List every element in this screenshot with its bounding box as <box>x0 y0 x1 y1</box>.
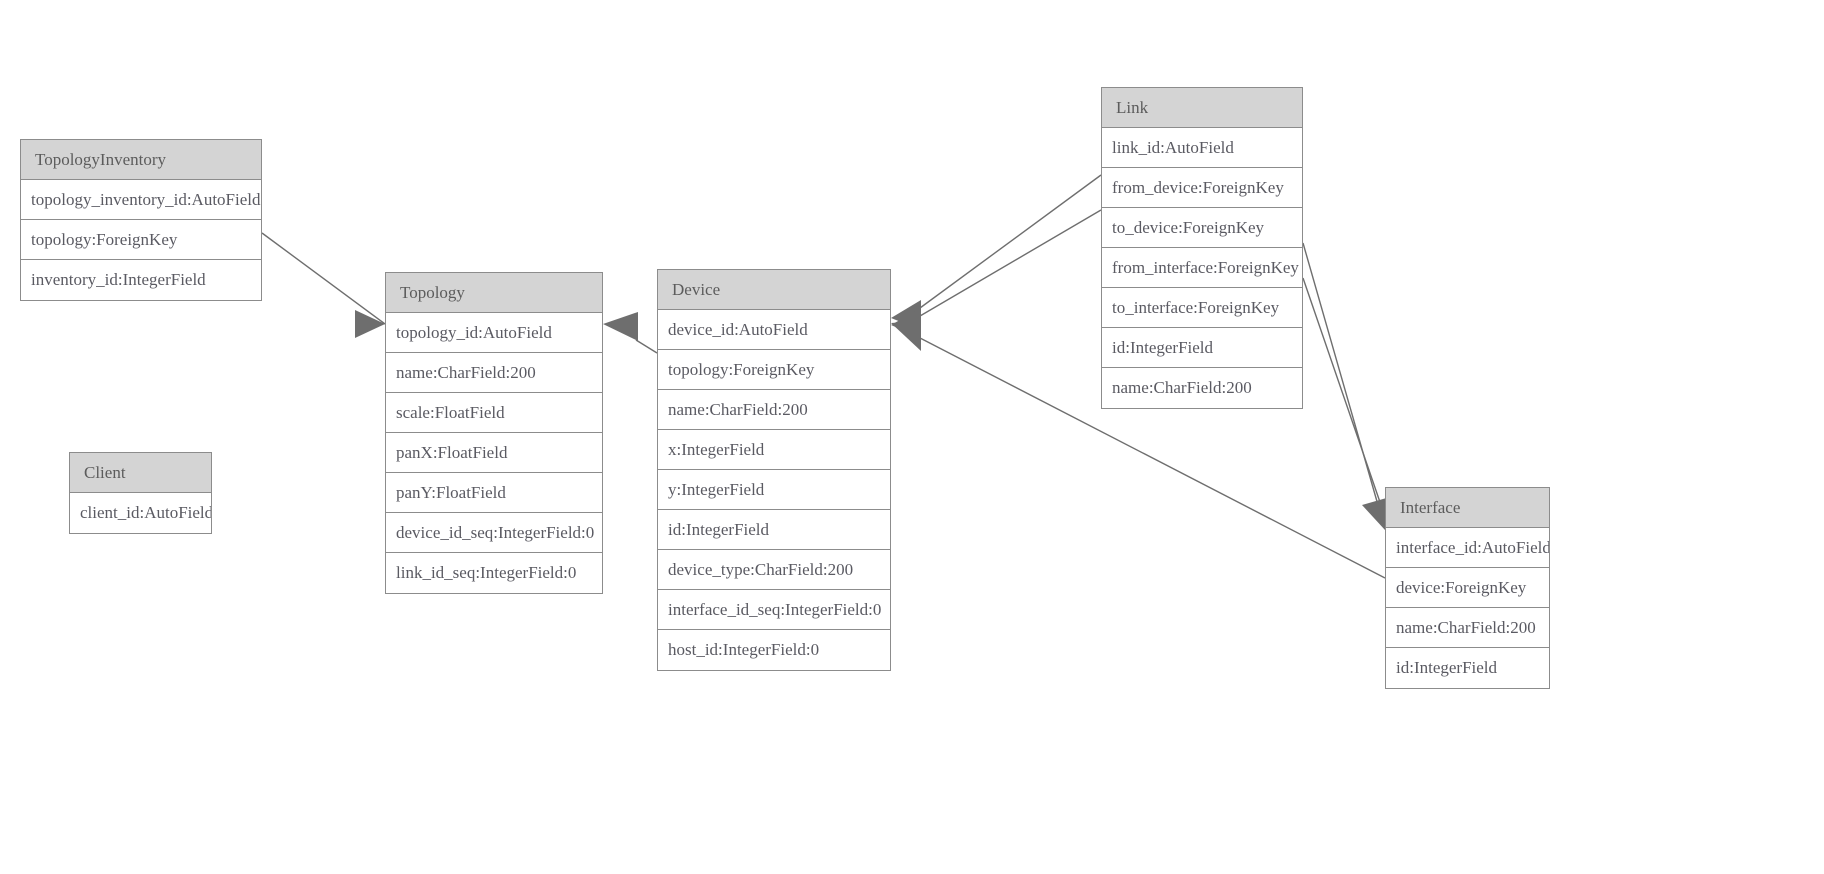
entity-field-row: id:IntegerField <box>1386 648 1549 688</box>
entity-field-row: client_id:AutoField <box>70 493 211 533</box>
entity-field-row: link_id:AutoField <box>1102 128 1302 168</box>
edge-device-to-topology <box>603 312 658 354</box>
entity-title-link: Link <box>1102 88 1302 128</box>
entity-device[interactable]: Device device_id:AutoField topology:Fore… <box>657 269 891 671</box>
entity-field-row: topology_inventory_id:AutoField <box>21 180 261 220</box>
entity-client[interactable]: Client client_id:AutoField <box>69 452 212 534</box>
entity-field-row: to_device:ForeignKey <box>1102 208 1302 248</box>
entity-field-row: panX:FloatField <box>386 433 602 473</box>
entity-title-device: Device <box>658 270 890 310</box>
entity-field-row: id:IntegerField <box>1102 328 1302 368</box>
entity-field-row: interface_id_seq:IntegerField:0 <box>658 590 890 630</box>
entity-field-row: topology:ForeignKey <box>21 220 261 260</box>
entity-field-row: device_type:CharField:200 <box>658 550 890 590</box>
entity-title-client: Client <box>70 453 211 493</box>
entity-field-row: device:ForeignKey <box>1386 568 1549 608</box>
entity-field-row: panY:FloatField <box>386 473 602 513</box>
entity-field-row: inventory_id:IntegerField <box>21 260 261 300</box>
entity-field-row: name:CharField:200 <box>386 353 602 393</box>
entity-field-row: interface_id:AutoField <box>1386 528 1549 568</box>
entity-field-row: name:CharField:200 <box>658 390 890 430</box>
edge-link-to-device-to-device <box>891 209 1102 338</box>
entity-title-interface: Interface <box>1386 488 1549 528</box>
entity-field-row: device_id_seq:IntegerField:0 <box>386 513 602 553</box>
entity-field-row: topology:ForeignKey <box>658 350 890 390</box>
entity-field-row: from_interface:ForeignKey <box>1102 248 1302 288</box>
entity-interface[interactable]: Interface interface_id:AutoField device:… <box>1385 487 1550 689</box>
entity-topology[interactable]: Topology topology_id:AutoField name:Char… <box>385 272 603 594</box>
entity-field-row: scale:FloatField <box>386 393 602 433</box>
edge-link-from-interface-to-interface <box>1302 242 1390 530</box>
edge-link-from-device-to-device <box>891 174 1102 330</box>
entity-field-row: name:CharField:200 <box>1386 608 1549 648</box>
entity-field-row: to_interface:ForeignKey <box>1102 288 1302 328</box>
entity-field-row: from_device:ForeignKey <box>1102 168 1302 208</box>
entity-field-row: name:CharField:200 <box>1102 368 1302 408</box>
entity-field-row: id:IntegerField <box>658 510 890 550</box>
entity-field-row: link_id_seq:IntegerField:0 <box>386 553 602 593</box>
entity-link[interactable]: Link link_id:AutoField from_device:Forei… <box>1101 87 1303 409</box>
edge-topologyinventory-to-topology <box>261 232 386 338</box>
entity-field-row: x:IntegerField <box>658 430 890 470</box>
entity-field-row: device_id:AutoField <box>658 310 890 350</box>
entity-topology-inventory[interactable]: TopologyInventory topology_inventory_id:… <box>20 139 262 301</box>
entity-title-topology: Topology <box>386 273 602 313</box>
entity-field-row: topology_id:AutoField <box>386 313 602 353</box>
edge-link-to-interface-to-interface <box>1302 277 1394 533</box>
entity-field-row: host_id:IntegerField:0 <box>658 630 890 670</box>
entity-field-row: y:IntegerField <box>658 470 890 510</box>
entity-title-topology-inventory: TopologyInventory <box>21 140 261 180</box>
